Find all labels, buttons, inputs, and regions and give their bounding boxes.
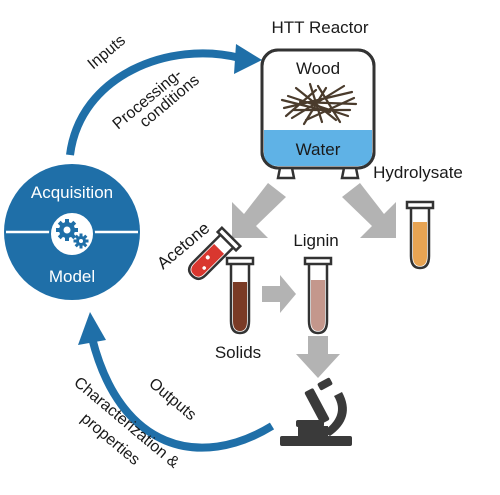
flow-arrow-to-solids (232, 183, 286, 238)
solids-label: Solids (215, 343, 261, 362)
model-label: Model (49, 267, 95, 286)
inputs-label: Inputs (85, 32, 129, 73)
microscope-icon (280, 377, 352, 446)
outputs-arrow (78, 312, 275, 452)
lignin-tube-icon (303, 256, 333, 335)
acquisition-label: Acquisition (31, 183, 113, 202)
gears-icon (49, 211, 95, 257)
hydrolysate-tube-icon (405, 200, 435, 270)
outputs-label: Outputs (145, 375, 199, 424)
lignin-label: Lignin (293, 231, 338, 250)
wood-chips-icon (280, 82, 358, 126)
reactor-title: HTT Reactor (272, 18, 369, 37)
water-label: Water (296, 140, 341, 159)
solids-tube-icon (225, 256, 255, 335)
hydrolysate-label: Hydrolysate (373, 163, 463, 182)
flow-arrow-to-hydrolysate (342, 183, 396, 238)
acetone-tube-icon (187, 225, 243, 281)
acquisition-model-badge: Acquisition Model (4, 164, 140, 300)
wood-label: Wood (296, 59, 340, 78)
flow-arrow-lignin-to-microscope (296, 336, 340, 378)
inputs-arrow (66, 44, 262, 156)
flow-arrow-solids-to-lignin (262, 275, 296, 313)
